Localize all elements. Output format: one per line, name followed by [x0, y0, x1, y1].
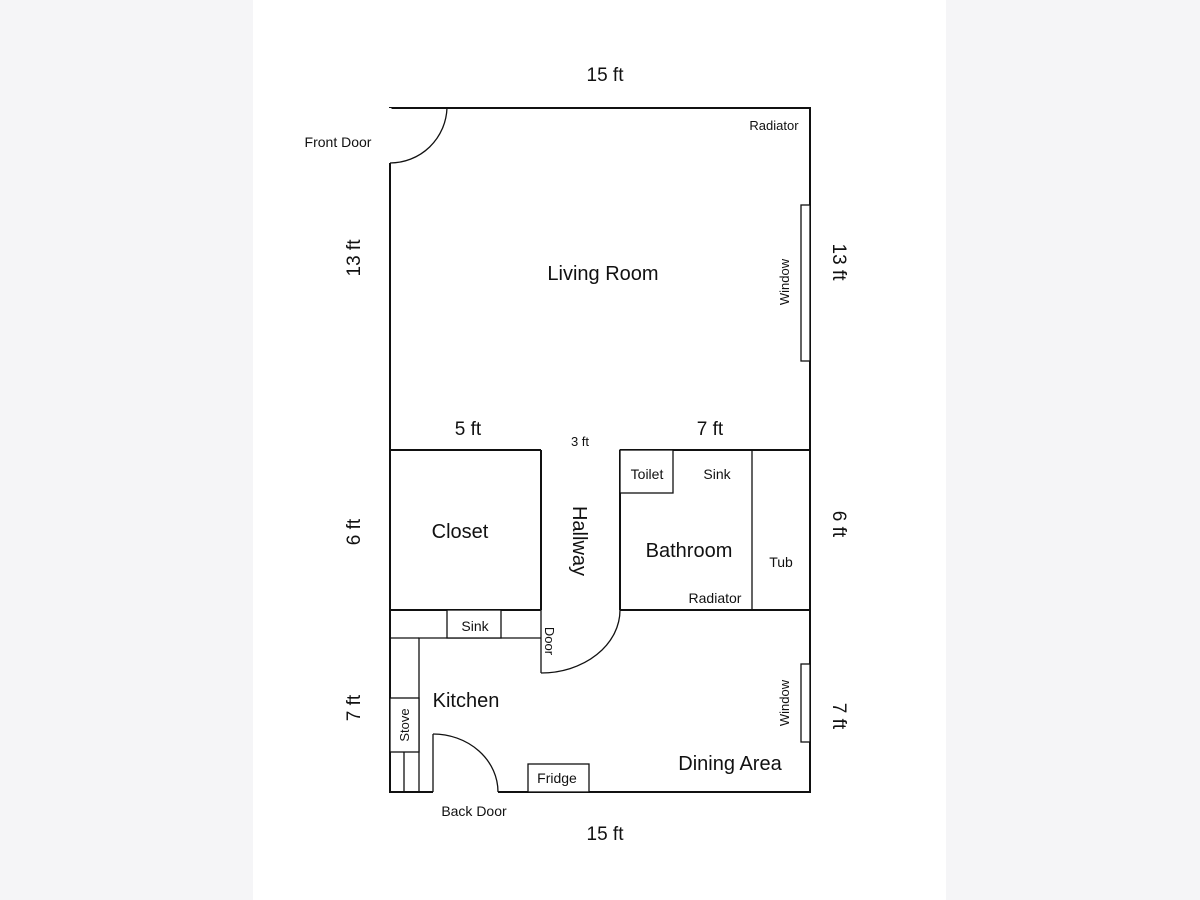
label-hall-door: Door	[542, 627, 557, 656]
label-bathroom: Bathroom	[646, 540, 733, 562]
dim-right-living: 13 ft	[828, 244, 849, 282]
dim-bath-width: 7 ft	[697, 419, 724, 440]
label-living-room: Living Room	[547, 263, 658, 285]
label-dining-area: Dining Area	[678, 753, 782, 775]
dim-left-living: 13 ft	[344, 239, 365, 277]
label-bath-sink: Sink	[703, 466, 731, 482]
label-kitchen: Kitchen	[433, 690, 500, 712]
dim-hall-width: 3 ft	[571, 434, 589, 449]
label-hallway: Hallway	[568, 506, 590, 576]
label-front-door: Front Door	[305, 134, 372, 150]
label-closet: Closet	[432, 521, 489, 543]
floor-plan: 15 ft 15 ft 13 ft 13 ft 6 ft 6 ft 7 ft 7…	[305, 65, 849, 845]
dim-closet-width: 5 ft	[455, 419, 482, 440]
label-radiator-bath: Radiator	[689, 590, 742, 606]
label-fridge: Fridge	[537, 770, 577, 786]
label-back-door: Back Door	[441, 803, 507, 819]
dim-bottom: 15 ft	[587, 824, 625, 845]
kitchen-sink-fixture	[446, 609, 502, 639]
floor-plan-sheet: 15 ft 15 ft 13 ft 13 ft 6 ft 6 ft 7 ft 7…	[253, 0, 946, 900]
label-window-living: Window	[777, 258, 792, 305]
dim-right-dining: 7 ft	[828, 703, 849, 730]
dim-left-kitchen: 7 ft	[344, 694, 365, 721]
living-window	[800, 204, 811, 362]
dim-top: 15 ft	[587, 65, 625, 86]
toilet-fixture	[619, 449, 674, 494]
label-stove: Stove	[397, 708, 412, 741]
hall-door-swing	[540, 609, 621, 674]
dining-window	[800, 663, 811, 743]
label-window-dining: Window	[777, 679, 792, 726]
kitchen-counter	[418, 637, 541, 792]
fridge-fixture	[527, 763, 590, 793]
label-kitchen-sink: Sink	[461, 618, 489, 634]
label-tub: Tub	[769, 554, 793, 570]
front-door-swing	[389, 107, 448, 164]
dim-right-bath: 6 ft	[828, 511, 849, 538]
back-door-swing	[432, 733, 499, 793]
label-toilet: Toilet	[631, 466, 664, 482]
dim-left-closet: 6 ft	[344, 518, 365, 545]
label-radiator-living: Radiator	[749, 118, 799, 133]
stove-fixture	[389, 697, 420, 753]
